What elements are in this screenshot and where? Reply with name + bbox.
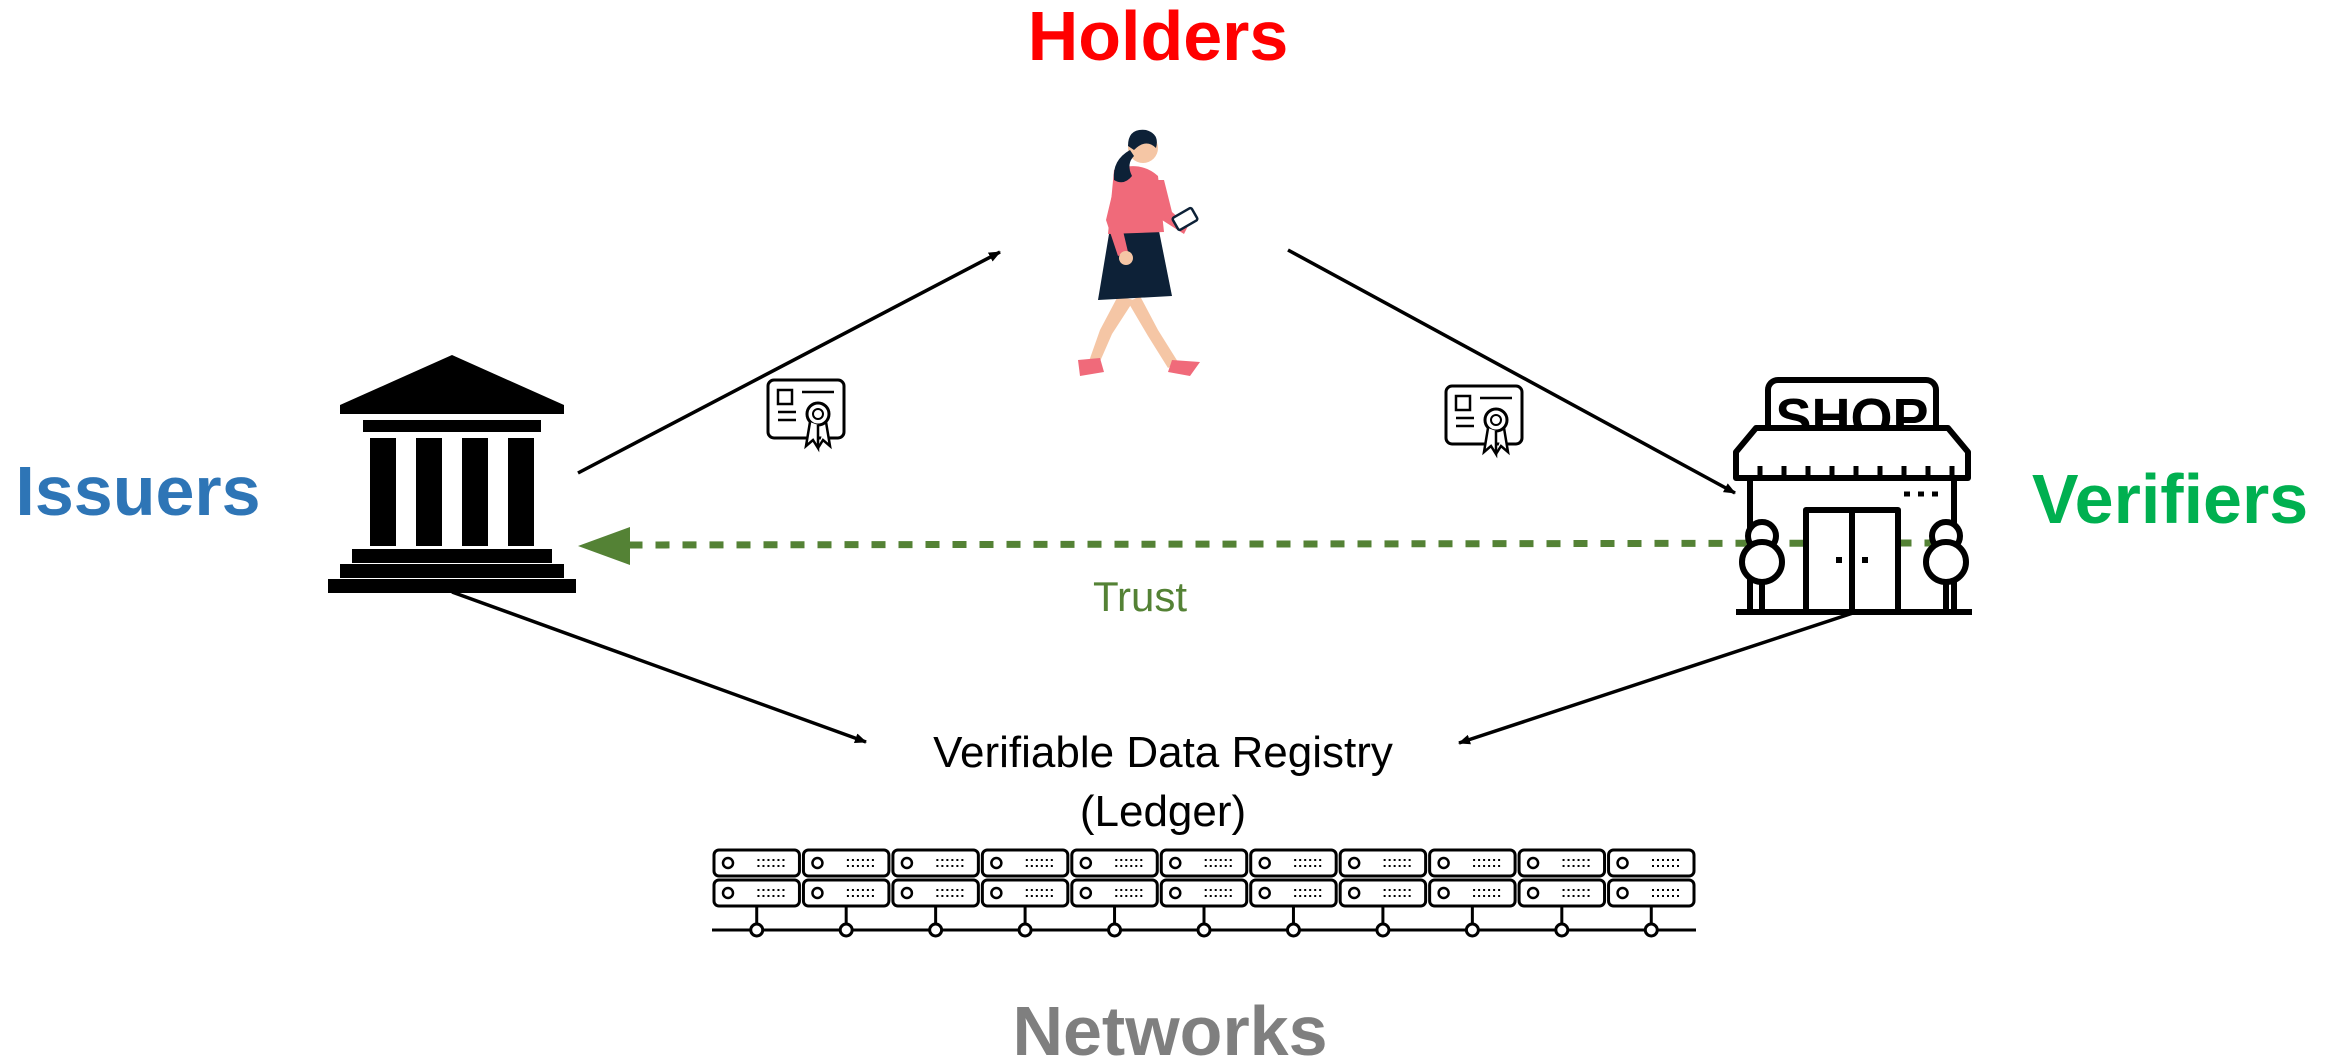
server-icon — [1159, 848, 1249, 938]
verifiers-label: Verifiers — [2032, 460, 2308, 538]
server-icon — [712, 848, 801, 938]
arrow-holder-to-verifier — [1287, 248, 1736, 495]
server-icon — [801, 848, 891, 938]
bank-building-icon — [328, 355, 576, 593]
server-icon — [1070, 848, 1159, 938]
trust-arrow-line — [624, 539, 1939, 549]
issuers-label: Issuers — [15, 452, 260, 530]
server-icon — [1517, 848, 1607, 938]
arrow-issuer-to-holder — [577, 250, 1001, 475]
registry-label-line1: Verifiable Data Registry — [933, 728, 1393, 777]
server-icon — [980, 848, 1070, 938]
trust-label: Trust — [1093, 573, 1187, 620]
registry-label-line2: (Ledger) — [1080, 787, 1246, 836]
woman-walking-icon — [1078, 129, 1200, 376]
certificate-icon — [1444, 384, 1524, 459]
server-icon — [1338, 848, 1428, 938]
holders-label: Holders — [1028, 0, 1289, 75]
arrow-issuer-to-registry — [451, 590, 867, 744]
certificate-icon — [766, 378, 846, 453]
trust-arrowhead — [578, 527, 630, 565]
arrow-verifier-to-registry — [1458, 610, 1857, 745]
server-icon — [1428, 848, 1517, 938]
networks-label: Networks — [1012, 992, 1327, 1061]
server-rack-network — [712, 848, 1696, 938]
server-icon — [1607, 848, 1696, 938]
server-icon — [1249, 848, 1338, 938]
server-icon — [891, 848, 980, 938]
shop-storefront-icon: SHOP — [1733, 377, 1972, 615]
